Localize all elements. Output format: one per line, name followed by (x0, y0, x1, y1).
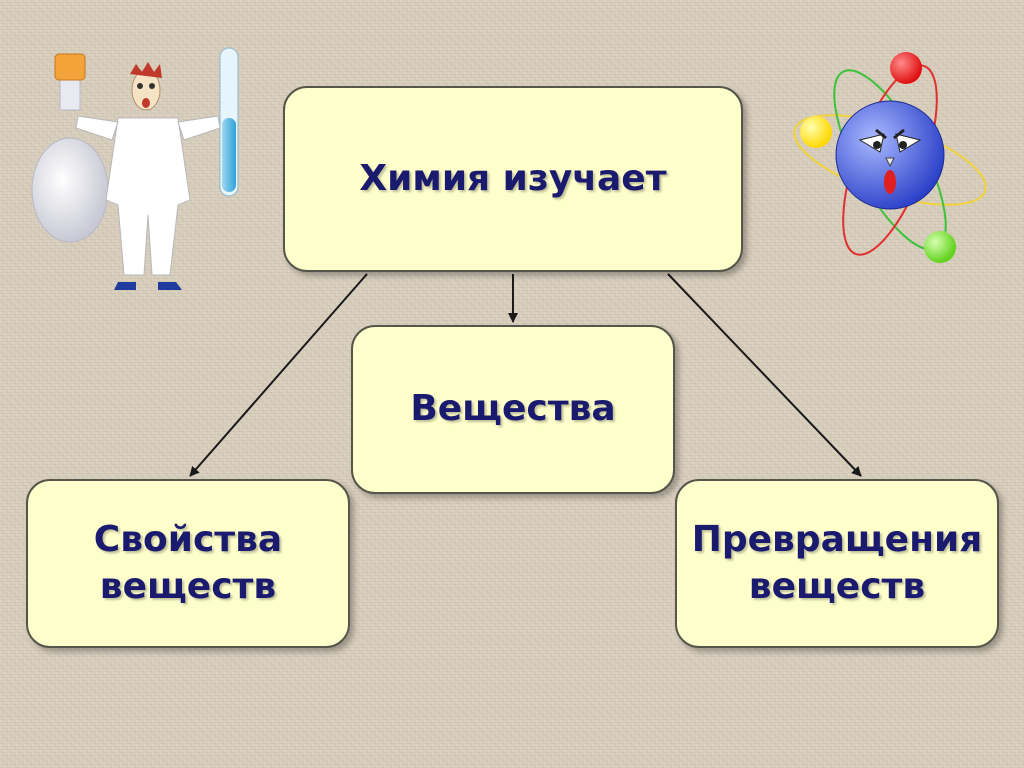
child-node-transformations-label: Превращения веществ (691, 518, 983, 607)
child-node-substances-label: Вещества (410, 388, 616, 430)
root-node-label: Химия изучает (359, 157, 667, 199)
root-node-box: Химия изучает (283, 86, 743, 272)
arrow-to-right (667, 273, 862, 477)
child-node-substances-box: Вещества (351, 325, 675, 494)
child-node-transformations-box: Превращения веществ (675, 479, 999, 648)
child-node-properties-label: Свойства веществ (93, 518, 283, 607)
arrow-to-left (189, 273, 368, 477)
child-node-properties-box: Свойства веществ (26, 479, 350, 648)
